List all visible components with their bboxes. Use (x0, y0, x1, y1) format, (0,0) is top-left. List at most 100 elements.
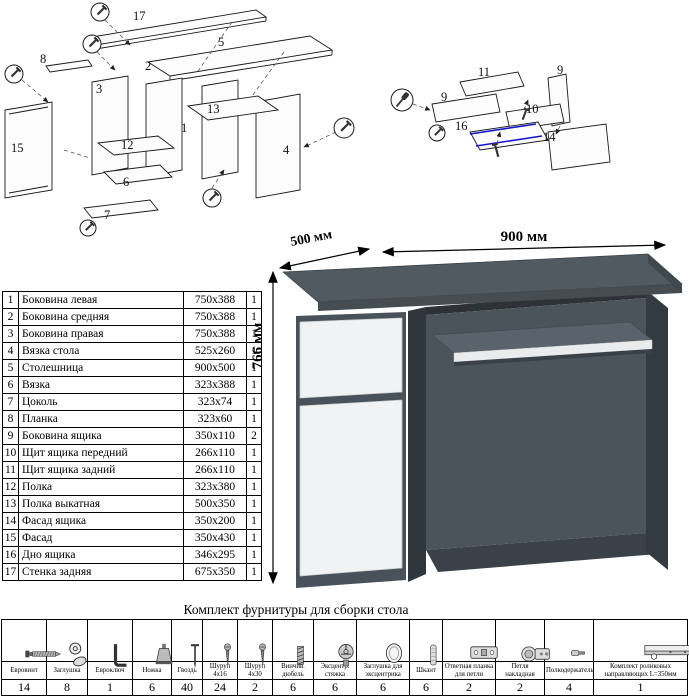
parts-table-row: 14 Фасад ящика 350x200 1 (2, 512, 262, 530)
part-number: 12 (2, 478, 19, 496)
part-name: Стенка задняя (18, 563, 184, 581)
parts-table-row: 5 Столешница 900x500 1 (2, 359, 262, 377)
screw-icon (237, 619, 273, 665)
part-name: Полка выкатная (18, 495, 184, 513)
hardware-item-qty: 1 (593, 679, 688, 696)
part-qty: 1 (246, 461, 262, 479)
part-name: Боковина средняя (18, 308, 184, 326)
desk-illustration: 900 мм 500 мм 766 мм (250, 228, 683, 588)
part-size: 323x380 (183, 478, 247, 496)
part-number: 3 (2, 325, 19, 343)
part-name: Боковина левая (18, 291, 184, 309)
hardware-item-qty: 14 (1, 679, 47, 696)
part-size: 500x350 (183, 495, 247, 513)
parts-table-row: 9 Боковина ящика 350x110 2 (2, 427, 262, 445)
part-name: Вязка (18, 376, 184, 394)
drawer-slide-icon (593, 619, 689, 662)
part-name: Фасад ящика (18, 512, 184, 530)
parts-table-row: 6 Вязка 323x388 1 (2, 376, 262, 394)
part-size: 350x110 (183, 427, 247, 445)
part-size: 346x295 (183, 546, 247, 564)
part-size: 750x388 (183, 308, 247, 326)
part-name: Вязка стола (18, 342, 184, 360)
dimension-height-label: 766 мм (250, 323, 266, 370)
part-label: 8 (40, 52, 47, 66)
part-number: 2 (2, 308, 19, 326)
cam-cap-icon (356, 619, 410, 663)
hardware-item-qty: 2 (442, 679, 496, 696)
parts-table-row: 10 Щит ящика передний 266x110 1 (2, 444, 262, 462)
hardware-item-qty: 6 (409, 679, 443, 696)
nail-icon (171, 619, 203, 668)
part-label: 4 (283, 143, 290, 157)
exploded-view-drawer (431, 71, 611, 171)
part-qty: 1 (246, 546, 262, 564)
screw-icon (202, 619, 238, 665)
parts-table-row: 4 Вязка стола 525x260 1 (2, 342, 262, 360)
part-name: Щит ящика задний (18, 461, 184, 479)
part-number: 1 (2, 291, 19, 309)
hardware-item-qty: 2 (495, 679, 545, 696)
dowel-screw-icon (272, 619, 314, 665)
part-size: 323x60 (183, 410, 247, 428)
part-label: 7 (104, 208, 111, 222)
part-size: 675x350 (183, 563, 247, 581)
part-name: Полка (18, 478, 184, 496)
hardware-kit-title: Комплект фурнитуры для сборки стола (183, 602, 409, 617)
cam-lock-icon (313, 619, 357, 666)
part-label: 9 (557, 63, 564, 77)
part-label: 1 (181, 121, 188, 135)
part-size: 266x110 (183, 444, 247, 462)
part-label: 13 (207, 102, 220, 116)
part-label: 17 (133, 9, 146, 23)
part-name: Фасад (18, 529, 184, 547)
part-label: 5 (218, 35, 225, 49)
parts-table-row: 2 Боковина средняя 750x388 1 (2, 308, 262, 326)
part-label: 12 (121, 138, 134, 152)
parts-table-body: 1 Боковина левая 750x388 1 2 Боковина ср… (2, 291, 262, 581)
fastener-callouts-left (4, 2, 355, 237)
part-number: 6 (2, 376, 19, 394)
hinge-icon (495, 619, 550, 662)
part-number: 17 (2, 563, 19, 581)
part-qty: 1 (246, 563, 262, 581)
euro-screw-icon (1, 619, 62, 662)
desk-body (282, 253, 683, 588)
parts-table-row: 1 Боковина левая 750x388 1 (2, 291, 262, 309)
part-label: 14 (543, 130, 556, 144)
drawer-guide-lines (412, 99, 561, 145)
part-name: Дно ящика (18, 546, 184, 564)
hardware-item-qty: 40 (171, 679, 203, 696)
hardware-item-qty: 2 (237, 679, 273, 696)
hardware-item-qty: 8 (46, 679, 88, 696)
part-name: Планка (18, 410, 184, 428)
drawer-slide-rails (469, 123, 543, 147)
part-label: 16 (455, 119, 468, 133)
parts-table-row: 17 Стенка задняя 675x350 1 (2, 563, 262, 581)
wood-dowel-icon (409, 619, 443, 665)
parts-table-row: 15 Фасад 350x430 1 (2, 529, 262, 547)
part-number: 4 (2, 342, 19, 360)
parts-table-row: 16 Дно ящика 346x295 1 (2, 546, 262, 564)
part-number: 10 (2, 444, 19, 462)
part-label: 9 (441, 90, 448, 104)
part-label: 2 (145, 59, 152, 73)
hardware-item-qty: 6 (132, 679, 172, 696)
part-number: 11 (2, 461, 19, 479)
part-name: Цоколь (18, 393, 184, 411)
exploded-views (4, 2, 611, 237)
part-size: 900x500 (183, 359, 247, 377)
parts-table-row: 3 Боковина правая 750x388 1 (2, 325, 262, 343)
fastener-callouts-right (390, 88, 530, 158)
exploded-view-main-carcass (4, 9, 334, 219)
part-size: 350x430 (183, 529, 247, 547)
parts-table-row: 13 Полка выкатная 500x350 1 (2, 495, 262, 513)
part-number: 8 (2, 410, 19, 428)
parts-table-row: 8 Планка 323x60 1 (2, 410, 262, 428)
part-label: 3 (96, 82, 103, 96)
part-name: Боковина правая (18, 325, 184, 343)
hardware-item-qty: 4 (544, 679, 594, 696)
hardware-icon-row (1, 619, 689, 668)
